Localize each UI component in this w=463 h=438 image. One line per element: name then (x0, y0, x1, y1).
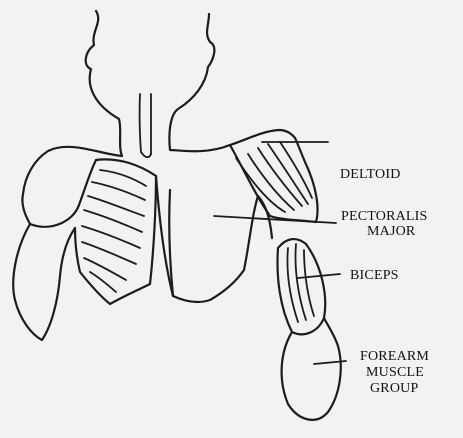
label-biceps: BICEPS (350, 268, 399, 283)
label-forearm-line3: GROUP (370, 381, 418, 396)
head-outline (22, 11, 122, 224)
neck-base (141, 152, 151, 157)
right-pectoral-outline (169, 190, 258, 302)
right-deltoid (230, 138, 318, 222)
left-pectoral-fibers (82, 170, 146, 292)
label-pectoralis-line1: PECTORALIS (341, 209, 428, 224)
left-deltoid (30, 160, 96, 227)
biceps-fibers (287, 244, 314, 322)
label-pectoralis-line2: MAJOR (367, 224, 415, 239)
neck-line-left (140, 94, 141, 152)
label-forearm-line1: FOREARM (360, 349, 429, 364)
label-deltoid: DELTOID (340, 167, 401, 182)
biceps-muscle (278, 239, 326, 334)
head-outline-right (169, 14, 295, 151)
left-upper-arm (13, 224, 75, 340)
label-forearm-line2: MUSCLE (366, 365, 424, 380)
biceps-pointer (298, 274, 340, 278)
